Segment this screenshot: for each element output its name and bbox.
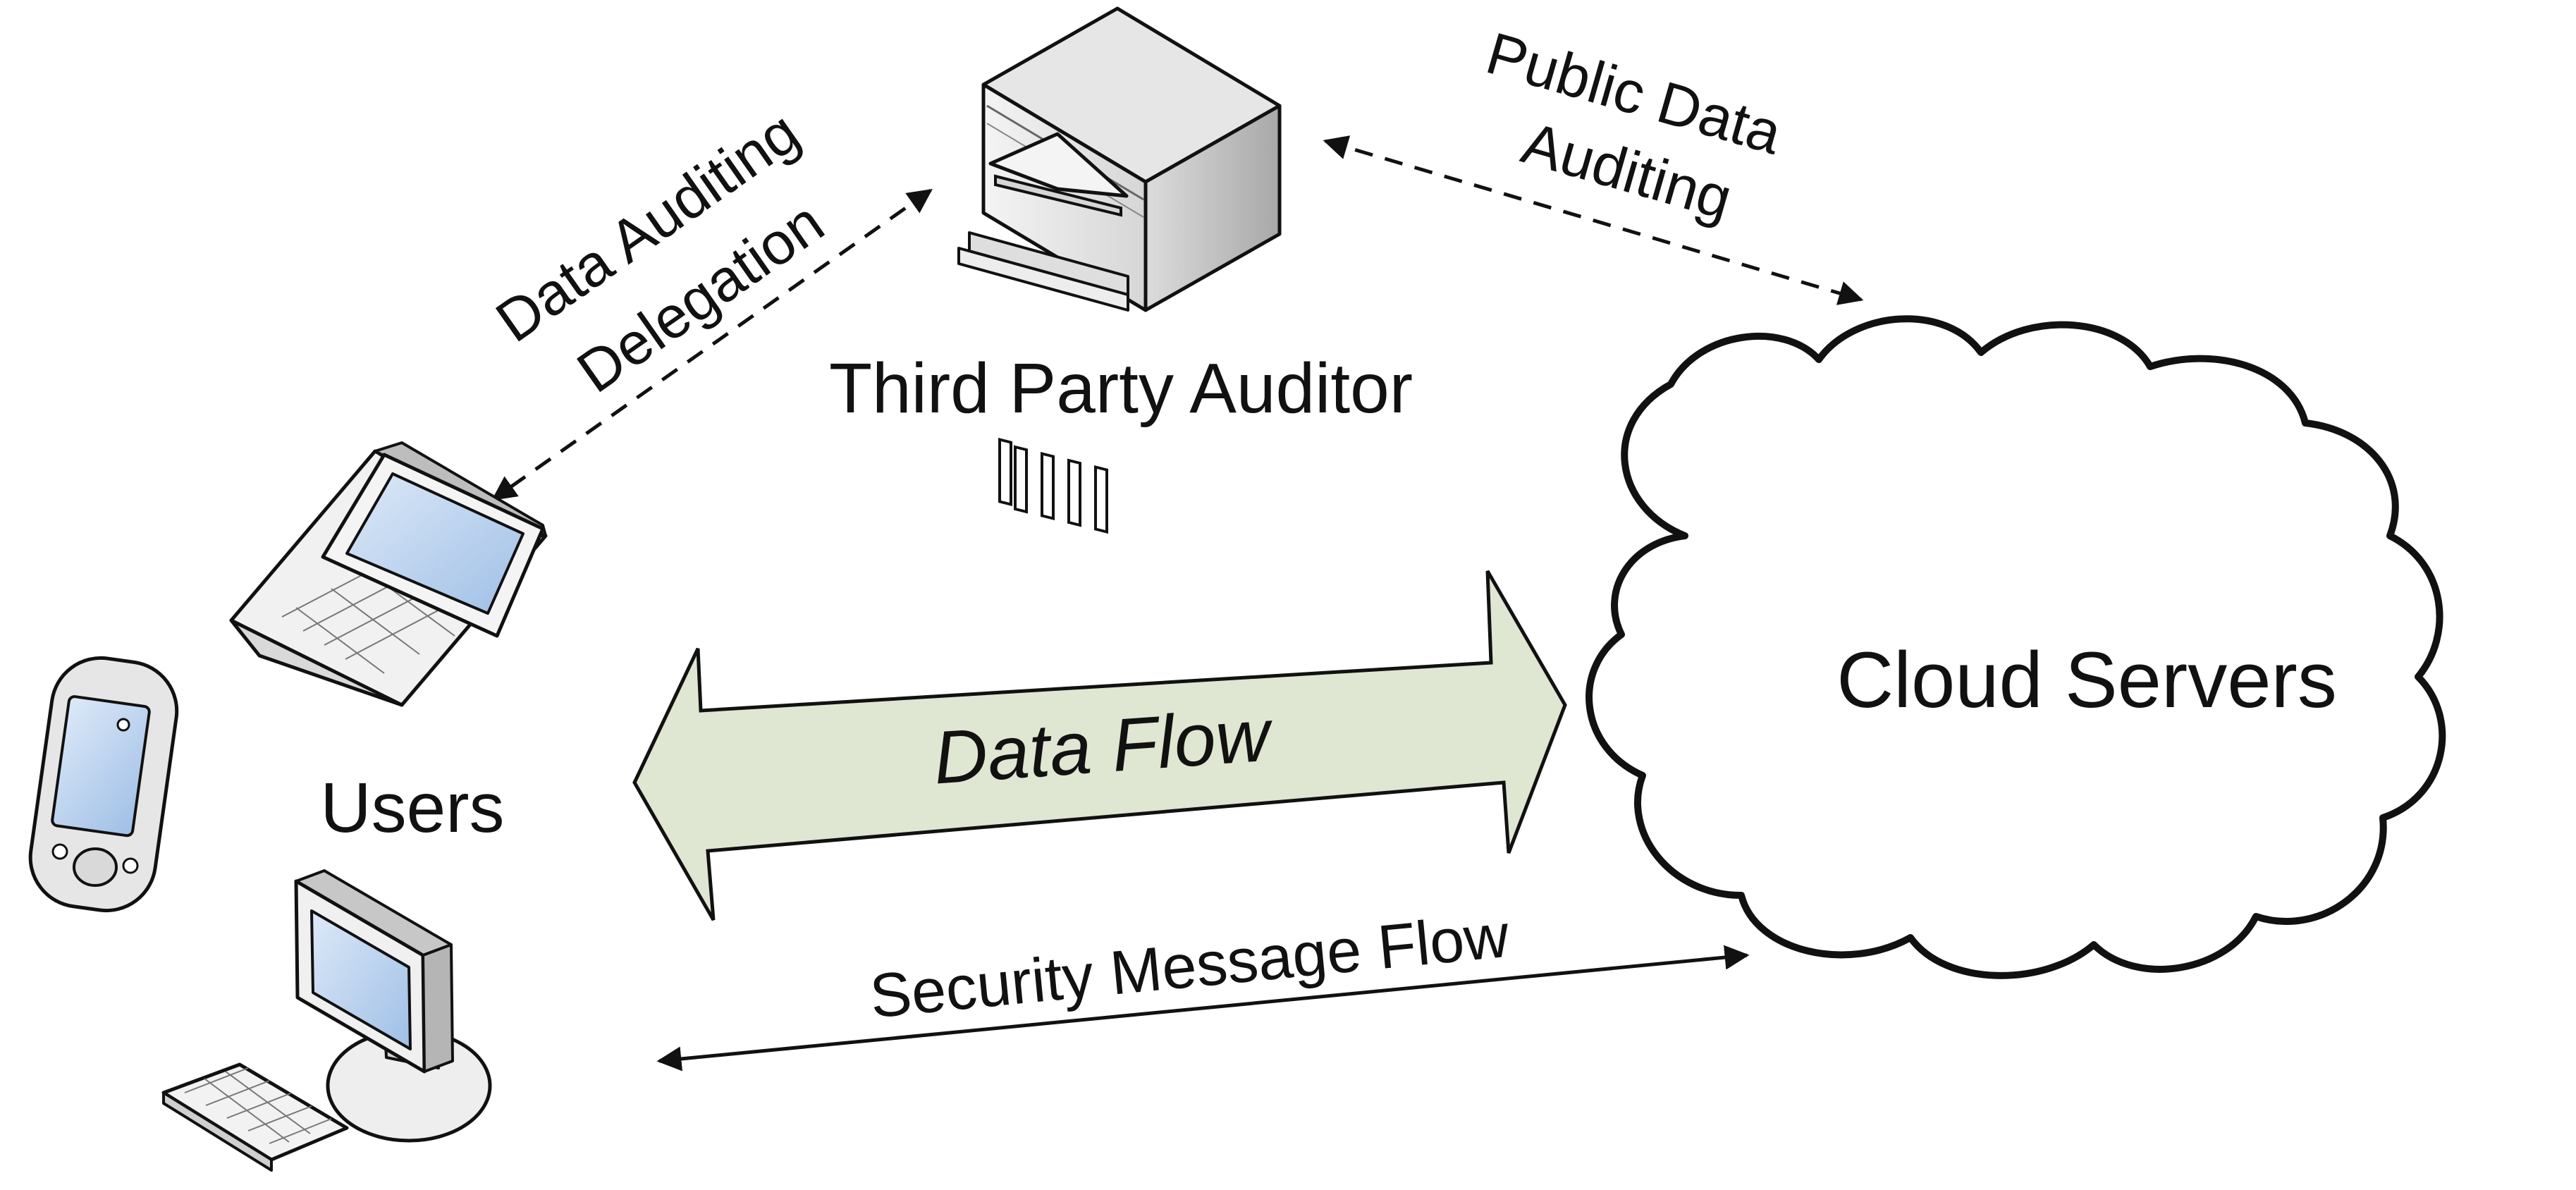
third-party-auditor-label: Third Party Auditor (829, 349, 1413, 428)
cloud-servers-label: Cloud Servers (1836, 636, 2337, 724)
bank-server-icon (957, 6, 1282, 534)
pda-icon (28, 656, 179, 913)
data-flow-block-arrow (632, 570, 1567, 921)
third-party-auditor-node: Third Party Auditor (829, 6, 1413, 534)
desktop-computer-icon (161, 869, 492, 1172)
security-label: Security Message Flow (867, 900, 1512, 1031)
edge-public-data-auditing: Public Data Auditing (1323, 20, 1864, 305)
edge-security-message-flow: Security Message Flow (656, 900, 1750, 1072)
users-node: Users (28, 441, 548, 1172)
cloud-icon (1586, 315, 2446, 979)
laptop-icon (229, 441, 548, 707)
users-label: Users (320, 768, 504, 847)
security-arrow (656, 945, 1750, 1072)
edge-data-auditing-delegation: Data Auditing Delegation (484, 98, 933, 501)
delegation-arrow (491, 188, 933, 501)
public-auditing-arrow (1323, 135, 1864, 305)
edge-data-flow: Data Flow (632, 570, 1567, 921)
cloud-servers-node: Cloud Servers (1586, 315, 2446, 979)
